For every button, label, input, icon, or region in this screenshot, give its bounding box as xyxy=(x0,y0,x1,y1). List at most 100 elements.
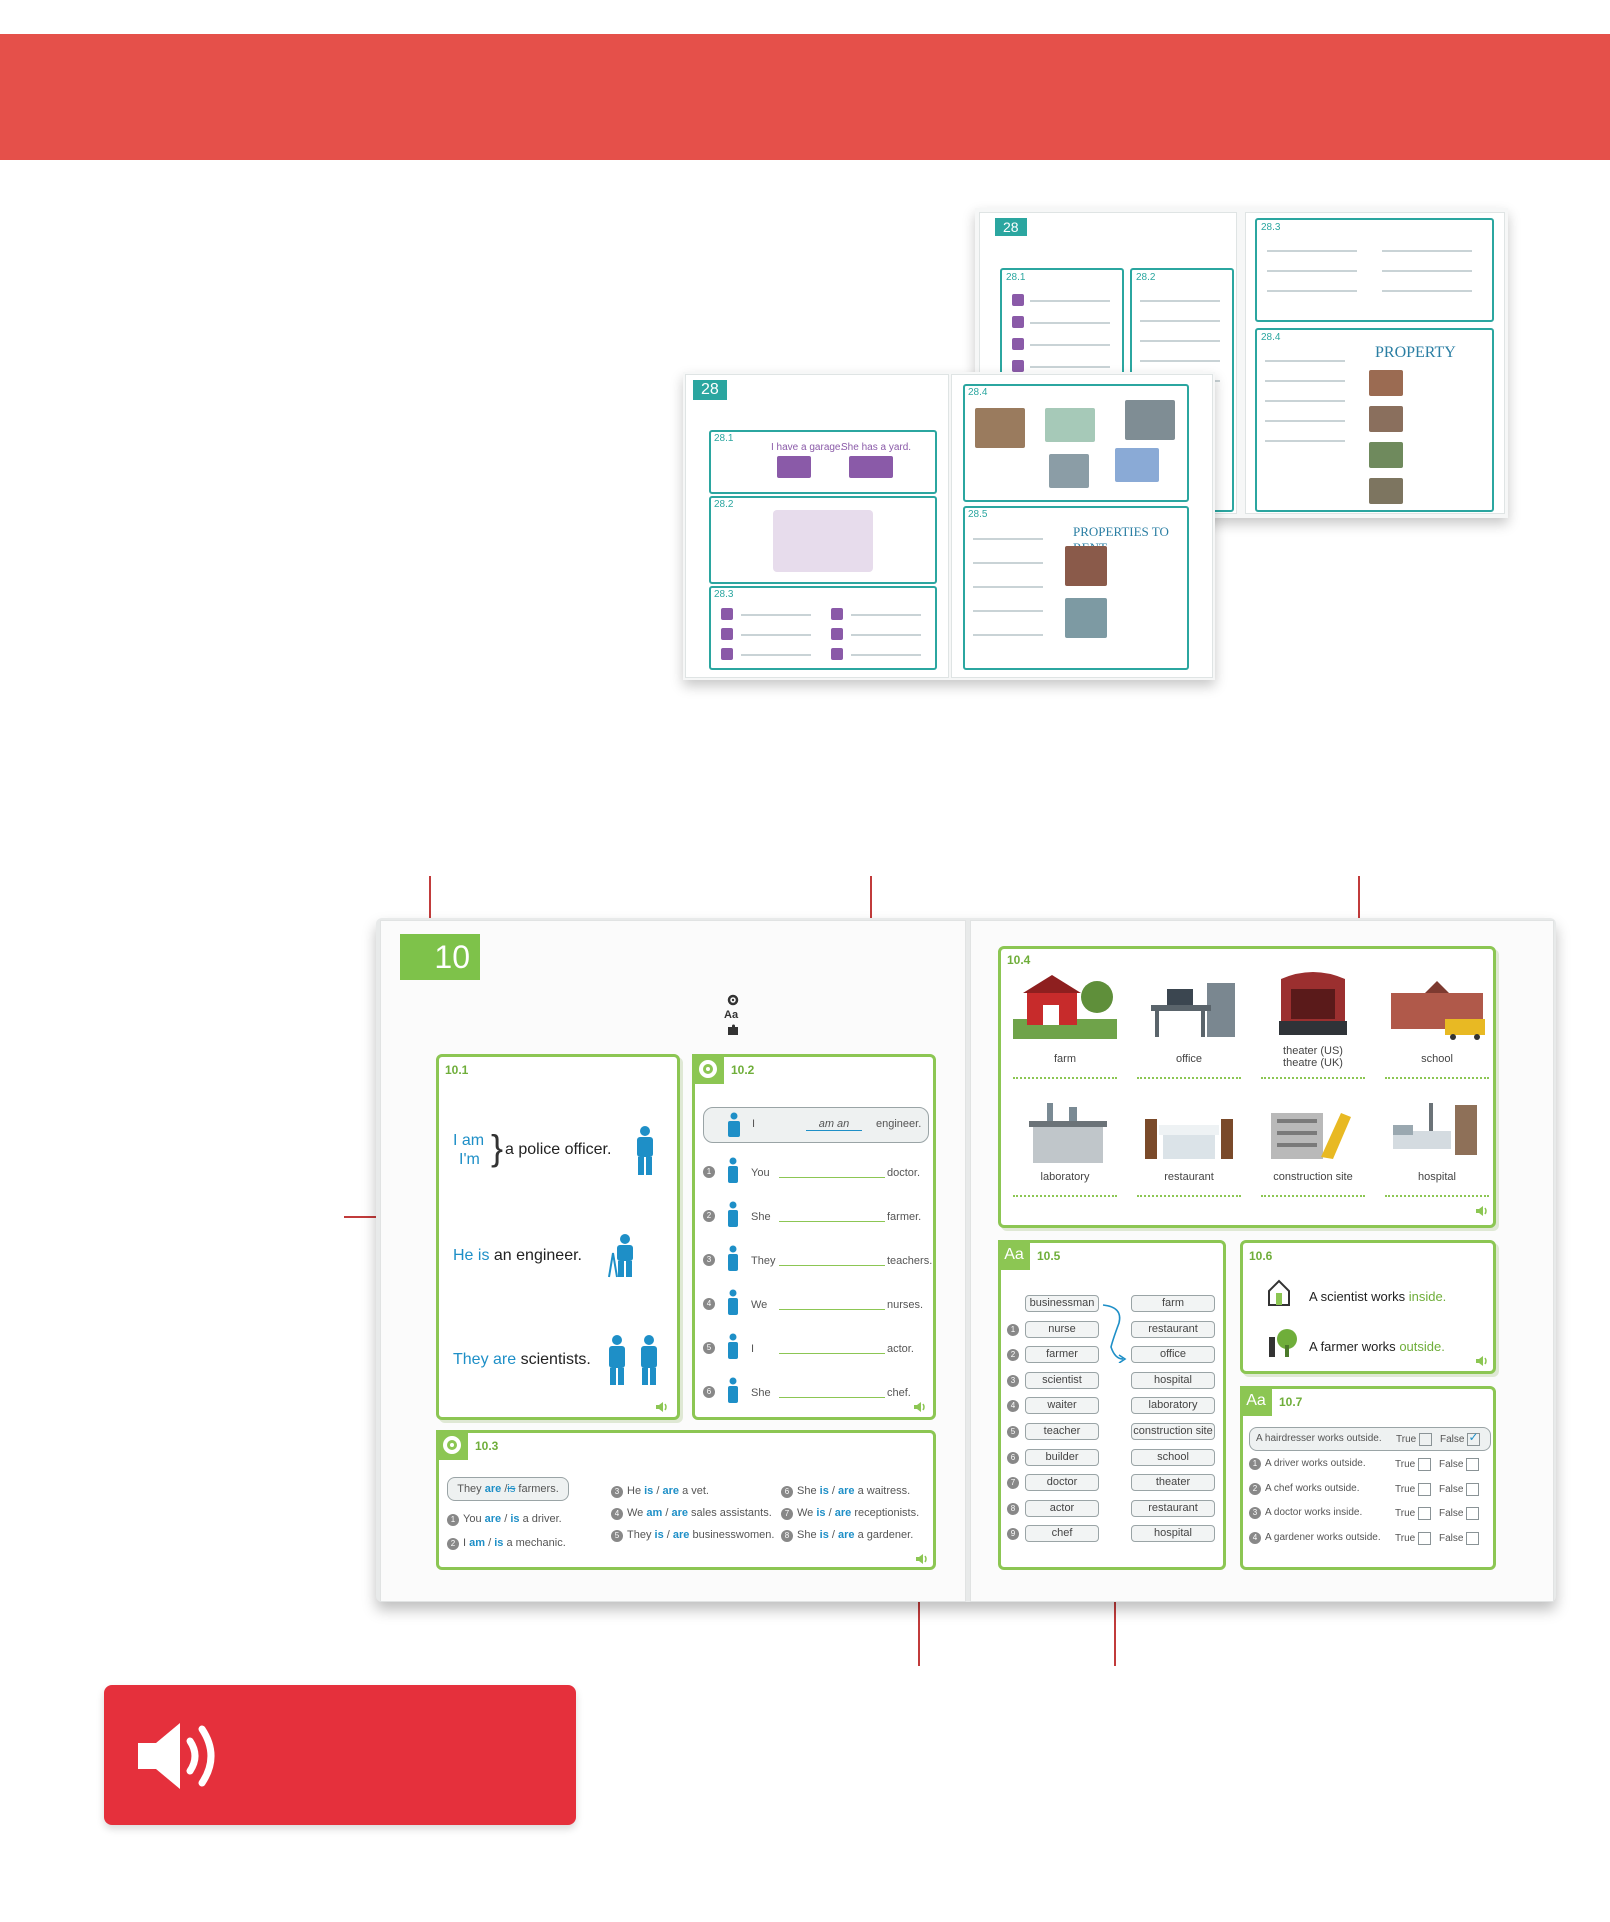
item-number: 4 xyxy=(1007,1400,1019,1413)
option-1[interactable]: is xyxy=(816,1507,826,1519)
place-word[interactable]: hospital xyxy=(1131,1371,1215,1389)
option-2[interactable]: are xyxy=(672,1529,690,1541)
answer-field[interactable] xyxy=(779,1177,885,1178)
place-word[interactable]: office xyxy=(1131,1346,1215,1364)
false-checkbox[interactable]: ✓ xyxy=(1467,1430,1481,1446)
place-word[interactable]: farm xyxy=(1131,1295,1215,1312)
option-2[interactable]: are xyxy=(671,1507,688,1519)
false-option[interactable]: False xyxy=(1439,1531,1480,1545)
building-icon xyxy=(1268,1279,1290,1306)
item-number: 4 xyxy=(703,1298,715,1310)
option-2[interactable]: is xyxy=(510,1513,520,1525)
item-number: 2 xyxy=(703,1210,715,1222)
job-word[interactable]: chef xyxy=(1025,1525,1099,1543)
true-checkbox[interactable] xyxy=(1418,1507,1432,1520)
false-option[interactable]: False xyxy=(1439,1482,1480,1496)
false-option[interactable]: False✓ xyxy=(1440,1430,1481,1446)
false-checkbox[interactable] xyxy=(1466,1531,1480,1545)
job-word[interactable]: farmer xyxy=(1025,1346,1099,1364)
answer-field[interactable] xyxy=(779,1353,885,1354)
true-checkbox[interactable] xyxy=(1418,1482,1432,1496)
option-1[interactable]: is xyxy=(654,1529,664,1541)
item-number: 2 xyxy=(1249,1482,1261,1495)
speaker-icon[interactable] xyxy=(1475,1205,1489,1217)
end-label: nurses. xyxy=(887,1299,924,1311)
place-word[interactable]: hospital xyxy=(1131,1525,1215,1543)
end-label: teachers. xyxy=(887,1255,933,1267)
false-checkbox[interactable] xyxy=(1466,1458,1480,1471)
true-option[interactable]: True xyxy=(1395,1458,1432,1471)
false-checkbox[interactable] xyxy=(1466,1482,1480,1496)
place-word[interactable]: theater xyxy=(1131,1474,1215,1492)
false-option[interactable]: False xyxy=(1439,1458,1480,1471)
person-icon xyxy=(725,1333,741,1361)
true-option[interactable]: True xyxy=(1395,1482,1432,1496)
item-number: 8 xyxy=(781,1530,793,1542)
job-word[interactable]: scientist xyxy=(1025,1371,1099,1389)
place-word[interactable]: restaurant xyxy=(1131,1320,1215,1338)
speaker-icon[interactable] xyxy=(655,1401,669,1413)
job-word[interactable]: doctor xyxy=(1025,1474,1099,1492)
place-word[interactable]: restaurant xyxy=(1131,1499,1215,1517)
item-number: 1 xyxy=(1249,1458,1261,1470)
aa-icon: Aa xyxy=(998,1240,1030,1270)
statement: A hairdresser works outside. xyxy=(1256,1433,1382,1444)
section-10-6: 10.6 A scientist works inside. A farmer … xyxy=(1240,1240,1496,1374)
option-2[interactable]: are xyxy=(834,1507,852,1519)
true-option[interactable]: True xyxy=(1395,1531,1432,1545)
option-2[interactable]: are xyxy=(838,1529,855,1541)
example-1: I have a garage. xyxy=(771,442,844,453)
job-word[interactable]: waiter xyxy=(1025,1397,1099,1415)
office-image xyxy=(1151,983,1235,1037)
answer-field[interactable] xyxy=(779,1397,885,1398)
true-false-row: A hairdresser works outside. True False✓ xyxy=(1249,1427,1491,1451)
false-option[interactable]: False xyxy=(1439,1507,1480,1520)
true-checkbox[interactable] xyxy=(1419,1433,1433,1446)
option-2[interactable]: are xyxy=(838,1485,855,1497)
job-word[interactable]: actor xyxy=(1025,1499,1099,1517)
gear-icon xyxy=(443,1436,461,1454)
option-1[interactable]: is xyxy=(644,1485,654,1497)
statement: A doctor works inside. xyxy=(1265,1507,1363,1518)
job-word[interactable]: businessman xyxy=(1025,1295,1099,1312)
false-checkbox[interactable] xyxy=(1466,1507,1480,1520)
option-1[interactable]: am xyxy=(646,1507,663,1519)
speaker-icon[interactable] xyxy=(915,1553,929,1565)
speaker-icon xyxy=(138,1723,215,1789)
answer-field[interactable] xyxy=(779,1309,885,1310)
job-word[interactable]: builder xyxy=(1025,1448,1099,1466)
answer-field[interactable] xyxy=(779,1265,885,1266)
section-10-7: Aa 10.7 A hairdresser works outside.True… xyxy=(1240,1386,1496,1570)
option-2[interactable]: are xyxy=(662,1485,680,1497)
place-word[interactable]: laboratory xyxy=(1131,1397,1215,1415)
option-1[interactable]: are xyxy=(484,1513,502,1525)
option-2[interactable]: is xyxy=(494,1537,504,1549)
true-option[interactable]: True xyxy=(1395,1507,1432,1520)
gear-icon xyxy=(699,1060,717,1078)
place-word[interactable]: school xyxy=(1131,1448,1215,1466)
option-1[interactable]: is xyxy=(819,1529,829,1541)
job-word[interactable]: teacher xyxy=(1025,1423,1099,1440)
speaker-icon[interactable] xyxy=(1475,1355,1489,1367)
true-option[interactable]: True xyxy=(1396,1433,1433,1446)
true-checkbox[interactable] xyxy=(1418,1531,1432,1545)
unit-number: 28 xyxy=(693,380,727,400)
place-word[interactable]: construction site xyxy=(1131,1423,1215,1440)
option-1[interactable]: is xyxy=(819,1485,829,1497)
job-word[interactable]: nurse xyxy=(1025,1320,1099,1338)
answer-field[interactable] xyxy=(779,1221,885,1222)
speaker-icon[interactable] xyxy=(913,1401,927,1413)
unit-number: 28 xyxy=(995,218,1027,236)
true-checkbox[interactable] xyxy=(1418,1458,1432,1471)
option-1[interactable]: am xyxy=(469,1537,486,1549)
restaurant-image xyxy=(1145,1119,1233,1159)
item-number: 1 xyxy=(447,1514,459,1526)
